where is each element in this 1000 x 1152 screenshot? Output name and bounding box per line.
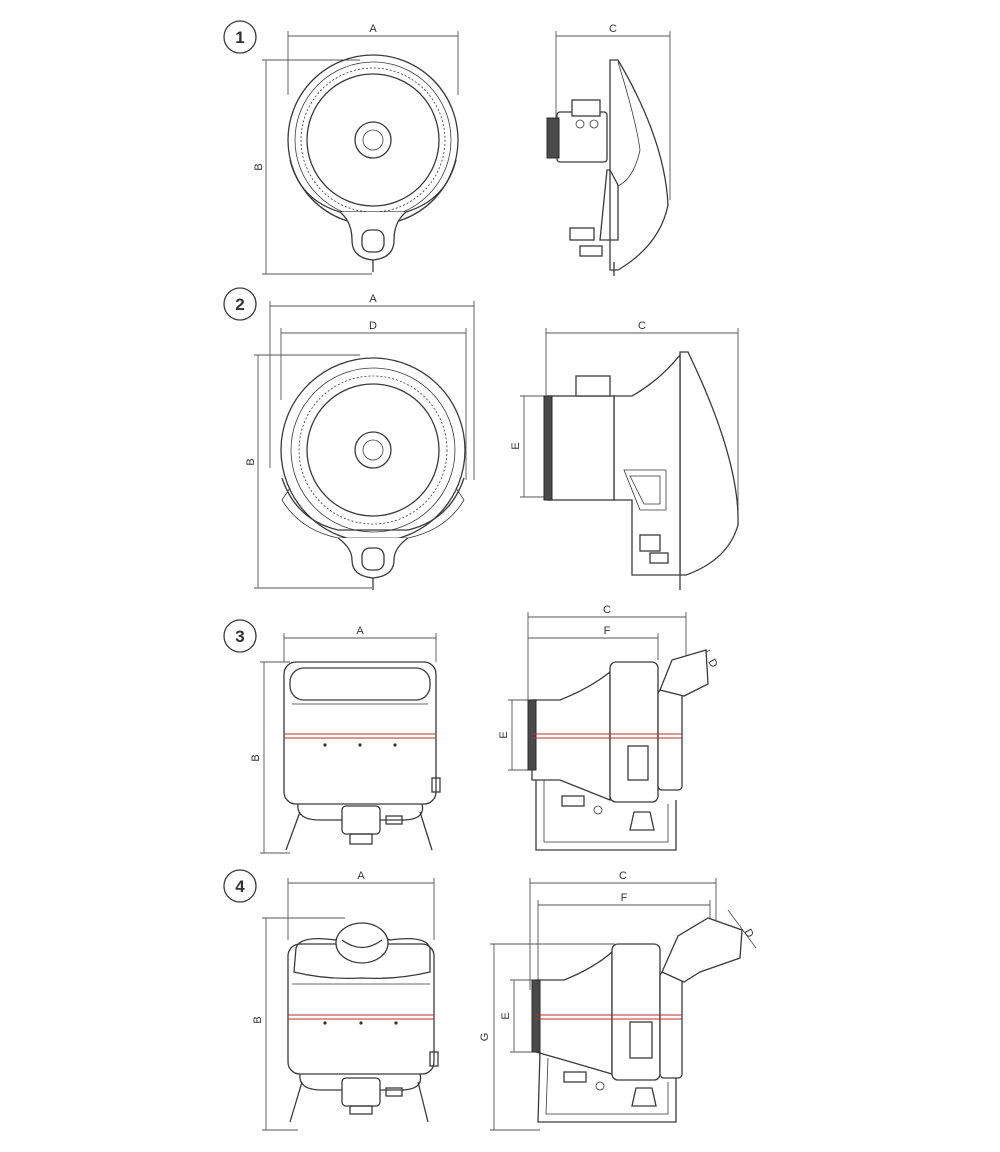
dimension-label-a: A — [369, 293, 377, 305]
variant-number-badge: 1 — [223, 20, 257, 54]
dimension-label-e: E — [510, 442, 522, 449]
variant-4: 4 A B — [223, 869, 757, 1131]
dimension-label-e: E — [498, 731, 510, 738]
variant-number-badge: 3 — [223, 619, 257, 653]
front-view: A B — [252, 870, 439, 1131]
side-view: C — [546, 23, 671, 276]
variant-number-badge: 4 — [223, 869, 257, 903]
dimension-label-d: D — [369, 320, 377, 332]
dimension-label-f: F — [604, 625, 611, 637]
side-view: C F E D — [498, 604, 720, 851]
dimension-label-c: C — [609, 23, 617, 35]
dimension-label-c: C — [638, 320, 646, 332]
badge-label: 4 — [235, 877, 245, 896]
dimension-label-d: D — [741, 927, 755, 940]
badge-label: 3 — [235, 627, 244, 646]
front-view: A D B — [245, 293, 475, 590]
side-view: C E — [510, 320, 739, 590]
variant-number-badge: 2 — [223, 287, 257, 321]
badge-label: 2 — [235, 295, 244, 314]
badge-label: 1 — [235, 28, 244, 47]
dimension-label-c: C — [619, 870, 627, 882]
front-view: A B — [250, 625, 441, 854]
dimension-label-a: A — [356, 625, 364, 637]
dimension-label-b: B — [253, 163, 265, 170]
dimension-label-f: F — [621, 892, 628, 904]
dimension-label-b: B — [245, 458, 257, 465]
variant-1: 1 A B — [223, 20, 671, 276]
dimension-label-a: A — [369, 23, 377, 35]
dimension-label-b: B — [252, 1016, 264, 1023]
dimension-label-e: E — [500, 1012, 512, 1019]
variant-3: 3 A B — [223, 604, 720, 854]
side-view: C F E G D — [479, 870, 757, 1131]
front-view: A B — [253, 23, 459, 275]
dimension-label-g: G — [479, 1033, 491, 1042]
dimension-label-b: B — [250, 754, 262, 761]
dimension-label-c: C — [603, 604, 611, 616]
dimension-label-a: A — [357, 870, 365, 882]
variant-2: 2 A D B — [223, 287, 739, 590]
